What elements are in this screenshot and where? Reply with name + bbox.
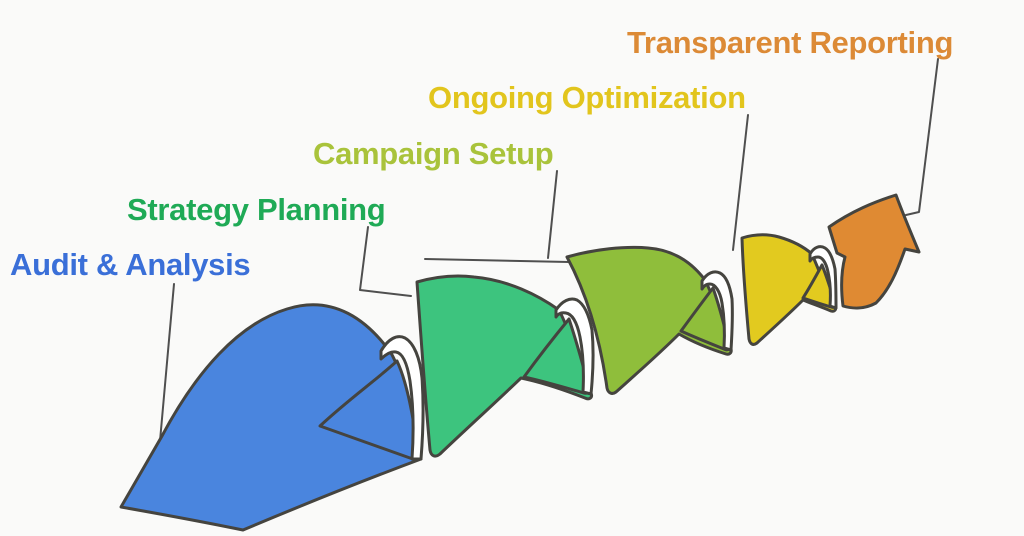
ribbon-segment-strategy-planning xyxy=(415,274,593,458)
step-label-transparent-reporting: Transparent Reporting xyxy=(627,25,954,60)
connector-line-strategy-planning xyxy=(359,226,412,297)
arrow-transparent-reporting xyxy=(827,193,921,310)
fold-arch-2 xyxy=(554,297,595,396)
connector-line-transparent-reporting xyxy=(905,58,939,216)
step-label-campaign-setup: Campaign Setup xyxy=(313,136,554,171)
step-label-ongoing-optimization: Ongoing Optimization xyxy=(428,80,746,115)
ribbon-group xyxy=(119,193,921,532)
fold-arch-1 xyxy=(379,335,425,461)
ribbon-segment-ongoing-optimization xyxy=(740,233,838,346)
connector-line-ongoing-optimization xyxy=(732,114,749,251)
fold-arch-4 xyxy=(808,245,838,310)
ribbon-segment-campaign-setup xyxy=(565,245,733,395)
fold-arch-3 xyxy=(700,270,734,352)
step-label-strategy-planning: Strategy Planning xyxy=(127,192,386,227)
step-label-audit-analysis: Audit & Analysis xyxy=(10,247,251,282)
connector-line-campaign-setup xyxy=(424,170,570,263)
connector-line-audit-analysis xyxy=(159,283,175,442)
connector-lines xyxy=(159,58,939,442)
